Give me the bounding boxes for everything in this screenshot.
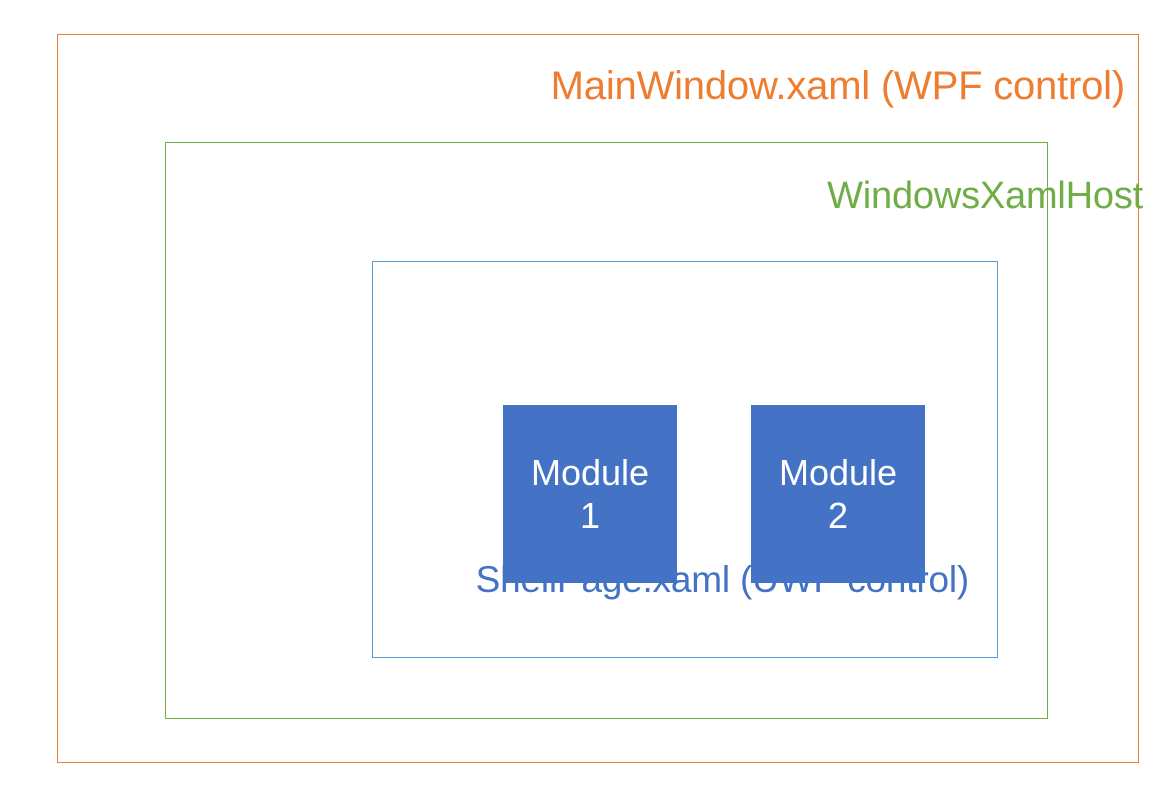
module-box-2-label: Module 2: [778, 451, 898, 536]
layer-shellpage-uwp: ShellPage.xaml (UWP control) Module 1 Mo…: [372, 261, 998, 658]
layer-label-mainwindow-wpf: MainWindow.xaml (WPF control): [550, 64, 1126, 108]
layer-windowsxamlhost: [165, 142, 1048, 719]
layer-mainwindow-wpf: [57, 34, 1139, 763]
module-box-1-label: Module 1: [530, 451, 650, 536]
layer-label-windowsxamlhost: WindowsXamlHost: [827, 175, 1143, 217]
module-box-1: Module 1: [503, 405, 677, 583]
module-box-2: Module 2: [751, 405, 925, 583]
module-row: Module 1 Module 2: [503, 405, 925, 583]
